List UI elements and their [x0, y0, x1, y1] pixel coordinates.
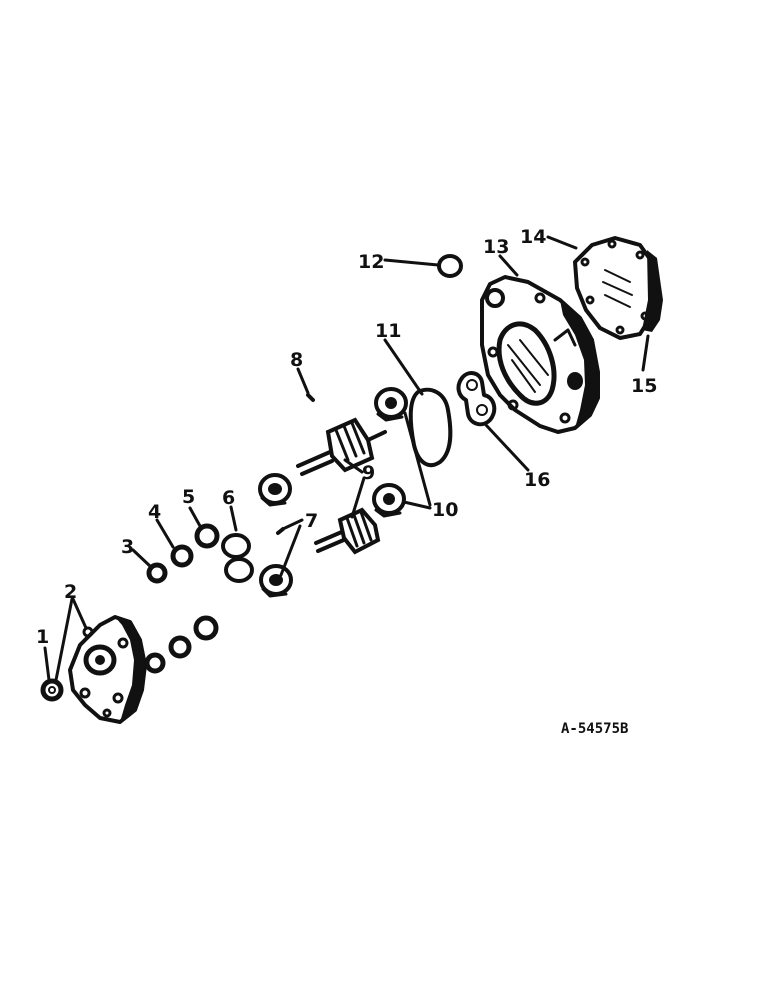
part-1-seal [40, 678, 64, 702]
reference-code: A-54575B [561, 721, 628, 737]
callout-15: 15 [631, 375, 657, 397]
callout-13: 13 [483, 236, 509, 258]
callout-5: 5 [182, 486, 195, 508]
callout-8: 8 [290, 349, 303, 371]
leader-lines [43, 235, 650, 682]
part-11-gasket [408, 387, 453, 468]
callout-12: 12 [358, 251, 384, 273]
part-14-rear-cover [573, 236, 657, 340]
callout-3: 3 [121, 536, 134, 558]
part-8-pin [306, 393, 315, 402]
part-7-bearing-upper [258, 473, 292, 507]
callout-7: 7 [305, 510, 318, 532]
callout-11: 11 [375, 320, 401, 342]
callout-2: 2 [64, 581, 77, 603]
lower-washers [144, 615, 219, 674]
part-5-washer [194, 523, 220, 549]
part-6-seal [221, 533, 254, 583]
callout-14: 14 [520, 226, 546, 248]
callout-1: 1 [36, 626, 49, 648]
callout-9: 9 [362, 462, 375, 484]
callout-6: 6 [222, 487, 235, 509]
callout-10: 10 [432, 499, 458, 521]
part-10-bearing-upper [374, 387, 408, 422]
callout-16: 16 [524, 469, 550, 491]
part-7-pin [276, 527, 285, 535]
part-12-o-ring [437, 254, 463, 278]
callout-labels: 1 2 3 4 5 6 7 8 9 10 11 12 13 14 15 16 [36, 226, 657, 648]
part-9-drive-gear-shaft [296, 417, 387, 476]
part-15-gasket [642, 250, 663, 332]
part-10-bearing-lower [372, 483, 406, 518]
part-2-front-cover [68, 615, 147, 724]
part-9-driven-gear-shaft [314, 507, 381, 555]
part-3-washer [146, 562, 168, 584]
callout-4: 4 [148, 501, 161, 523]
part-4-washer [170, 544, 194, 568]
part-13-pump-housing [480, 275, 600, 434]
part-16-gasket [456, 371, 497, 427]
part-7-bearing-lower [259, 564, 293, 598]
